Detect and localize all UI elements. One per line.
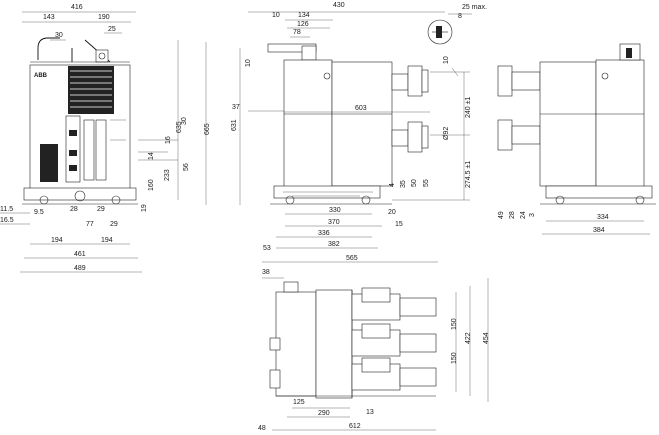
front-dim-416: 416 xyxy=(71,4,83,11)
rear-view: 49 28 24 3 334 384 xyxy=(497,43,656,235)
rear-dim-28: 28 xyxy=(509,211,516,219)
top-dim-48: 48 xyxy=(258,425,266,432)
detail-view: 25 max. 8 10 xyxy=(427,4,487,77)
front-dim-77: 77 xyxy=(86,221,94,228)
front-dim-14: 14 xyxy=(148,152,155,160)
side-view: 430 134 126 78 10 10 631 37 xyxy=(231,2,472,263)
front-dim-11_5: 11.5 xyxy=(0,206,13,213)
top-dim-150b: 150 xyxy=(451,352,458,364)
front-dim-194a: 194 xyxy=(51,237,63,244)
front-dim-30: 30 xyxy=(55,32,63,39)
front-dim-16_5: 16.5 xyxy=(0,217,14,224)
top-dim-125: 125 xyxy=(293,399,305,406)
side-dim-430: 430 xyxy=(333,2,345,9)
side-dim-15: 15 xyxy=(395,221,403,228)
front-dim-9_5: 9.5 xyxy=(34,209,44,216)
front-dim-190: 190 xyxy=(98,14,110,21)
side-dim-134: 134 xyxy=(298,12,310,19)
abb-logo: ABB xyxy=(34,73,48,79)
front-dim-233: 233 xyxy=(164,169,171,181)
side-dim-240: 240 ±1 xyxy=(465,97,472,118)
side-dim-370: 370 xyxy=(328,219,340,226)
side-dim-78: 78 xyxy=(293,29,301,36)
detail-8: 8 xyxy=(458,13,462,20)
side-dim-4: 4 xyxy=(389,183,396,187)
rear-dim-384: 384 xyxy=(593,227,605,234)
top-dim-38: 38 xyxy=(262,269,270,276)
front-dim-143: 143 xyxy=(43,14,55,21)
front-dim-160: 160 xyxy=(148,179,155,191)
side-dim-10a: 10 xyxy=(272,12,280,19)
front-dim-29a: 29 xyxy=(97,206,105,213)
front-dim-489: 489 xyxy=(74,265,86,272)
top-dim-454: 454 xyxy=(483,332,490,344)
front-dim-635: 635 xyxy=(176,121,183,133)
top-dim-290: 290 xyxy=(318,410,330,417)
rear-dim-49: 49 xyxy=(498,211,505,219)
side-dim-631: 631 xyxy=(231,119,238,131)
side-dim-274_5: 274.5 ±1 xyxy=(465,161,472,188)
side-dim-20: 20 xyxy=(388,209,396,216)
front-dim-29b: 29 xyxy=(110,221,118,228)
front-dim-56: 56 xyxy=(183,163,190,171)
top-dim-422: 422 xyxy=(465,332,472,344)
top-dim-612: 612 xyxy=(349,423,361,430)
side-dim-92: Ø92 xyxy=(443,127,450,140)
side-dim-10b: 10 xyxy=(245,59,252,67)
side-dim-53: 53 xyxy=(263,245,271,252)
side-dim-382: 382 xyxy=(328,241,340,248)
side-dim-126: 126 xyxy=(297,21,309,28)
top-view: 38 150 150 422 454 125 xyxy=(258,269,490,432)
side-dim-37: 37 xyxy=(232,104,240,111)
front-dim-194b: 194 xyxy=(101,237,113,244)
side-dim-55: 55 xyxy=(423,179,430,187)
front-dim-30b: 30 xyxy=(181,117,188,125)
side-dim-50: 50 xyxy=(411,179,418,187)
detail-25max: 25 max. xyxy=(462,4,487,11)
front-view: 416 143 190 30 25 ABB xyxy=(0,4,211,273)
side-dim-336: 336 xyxy=(318,230,330,237)
poles xyxy=(351,287,437,391)
side-dim-330: 330 xyxy=(329,207,341,214)
detail-10: 10 xyxy=(443,56,450,64)
front-dim-25: 25 xyxy=(108,26,116,33)
side-dim-603: 603 xyxy=(355,105,367,112)
rear-dim-334: 334 xyxy=(597,214,609,221)
side-dim-35: 35 xyxy=(400,180,407,188)
front-dim-665: 665 xyxy=(204,123,211,135)
side-dim-565: 565 xyxy=(346,255,358,262)
top-dim-13: 13 xyxy=(366,409,374,416)
front-dim-19: 19 xyxy=(141,204,148,212)
top-dim-150a: 150 xyxy=(451,318,458,330)
front-dim-461: 461 xyxy=(74,251,86,258)
rear-dim-3: 3 xyxy=(529,213,536,217)
front-dim-28: 28 xyxy=(70,206,78,213)
rear-dim-24: 24 xyxy=(520,211,527,219)
